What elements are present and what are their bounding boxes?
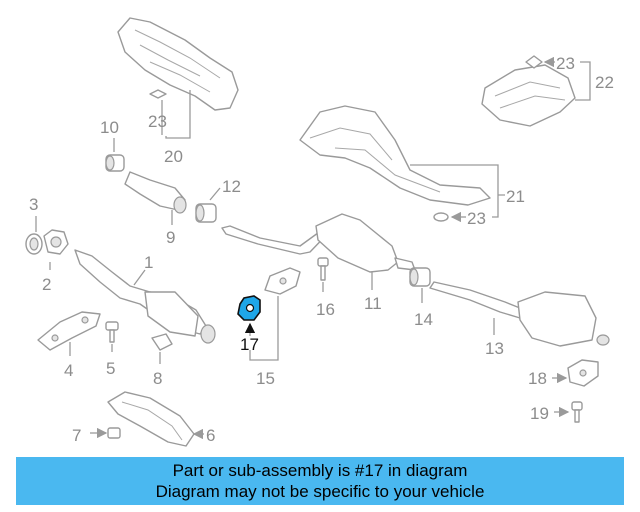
callout-20: 20 [164,147,183,166]
bolt-5[interactable] [105,321,119,343]
clip-23-upper[interactable] [149,89,167,99]
clamp-12[interactable] [195,203,217,223]
callout-22: 22 [595,73,614,92]
bolt-16[interactable] [317,257,329,281]
callout-12: 12 [222,177,241,196]
callout-14: 14 [414,310,433,329]
heat-shield-22[interactable] [481,64,576,127]
callout-3: 3 [29,195,38,214]
callout-13: 13 [485,339,504,358]
hanger-17[interactable] [237,295,261,321]
info-banner: Part or sub-assembly is #17 in diagram D… [16,457,624,505]
banner-line-2: Diagram may not be specific to your vehi… [155,482,485,501]
callout-11: 11 [364,294,382,313]
heat-shield-20[interactable] [117,17,239,111]
seal-3[interactable] [25,233,43,255]
banner-line-1: Part or sub-assembly is #17 in diagram [172,461,468,480]
heat-shield-6[interactable] [107,391,195,447]
callout-18: 18 [528,369,547,388]
callout-8: 8 [153,369,162,388]
bracket-15[interactable] [264,267,301,295]
callout-21: 21 [506,187,525,206]
clamp-14[interactable] [409,267,431,287]
front-pipe-1[interactable] [74,249,216,344]
callout-10: 10 [100,118,119,137]
callout-9: 9 [166,228,175,247]
callout-16: 16 [316,300,335,319]
parts-diagram: 23 20 23 22 23 21 10 9 12 [25,17,614,447]
bracket-8[interactable] [151,333,173,351]
clip-23-mid[interactable] [433,212,449,222]
callout-7: 7 [72,426,81,445]
callout-5: 5 [106,359,115,378]
bracket-4[interactable] [37,311,101,351]
callout-19: 19 [530,404,549,423]
converter-9[interactable] [124,171,187,214]
clip-23-right[interactable] [525,55,543,69]
callout-17: 17 [240,335,259,354]
callout-23: 23 [148,112,167,131]
bolt-7[interactable] [107,427,121,439]
hanger-18[interactable] [567,359,599,387]
clamp-10[interactable] [105,154,125,172]
callout-23: 23 [467,209,486,228]
heat-shield-21[interactable] [299,105,491,206]
callout-4: 4 [64,361,73,380]
callout-6: 6 [206,426,215,445]
gasket-2[interactable] [43,229,69,255]
rear-muffler-13[interactable] [429,281,610,347]
callout-23: 23 [556,54,575,73]
callout-1: 1 [144,253,153,272]
callout-15: 15 [256,369,275,388]
callout-2: 2 [42,275,51,294]
bolt-19[interactable] [571,401,583,423]
